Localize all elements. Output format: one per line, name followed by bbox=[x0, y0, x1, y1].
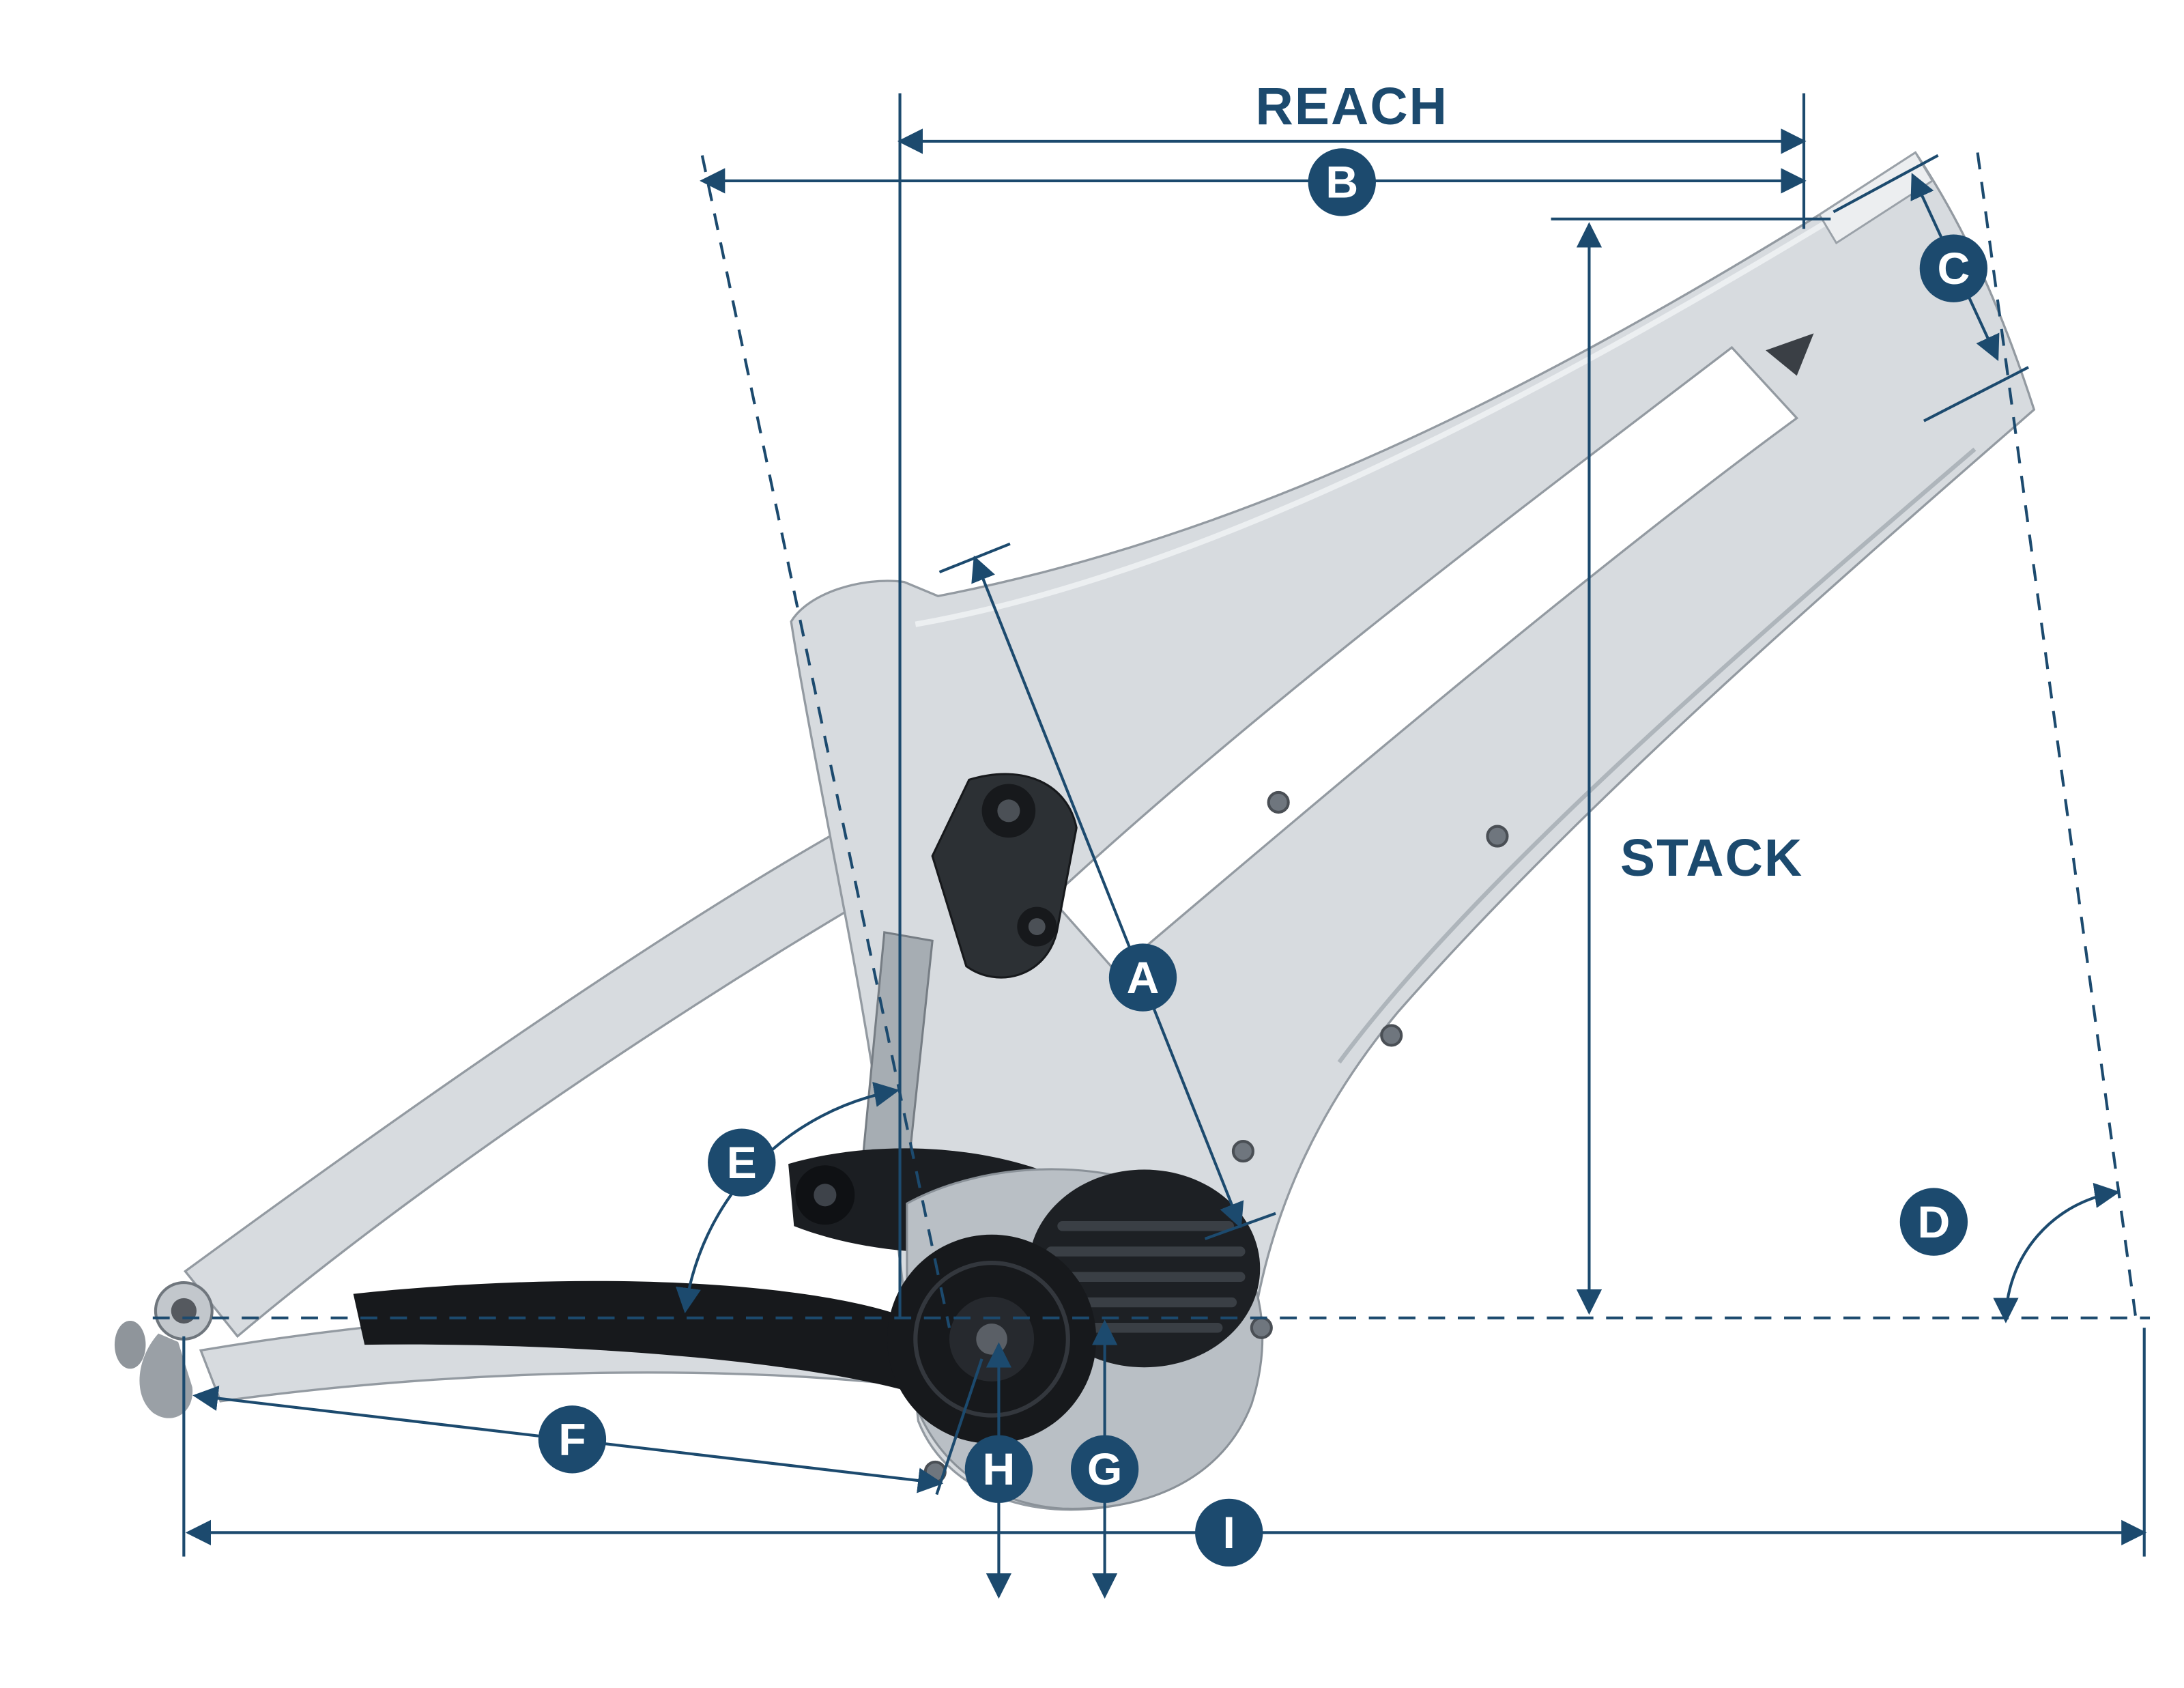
rear-axle bbox=[171, 1298, 197, 1324]
axle-lever bbox=[114, 1320, 146, 1369]
stack-label: STACK bbox=[1620, 829, 1803, 887]
dimension-e: E bbox=[676, 1082, 900, 1314]
d-angle-arc bbox=[1993, 1182, 2121, 1324]
badge-f-letter: F bbox=[558, 1415, 586, 1465]
dimension-reach: REACH bbox=[897, 78, 1807, 1318]
badge-a-circle bbox=[1108, 943, 1177, 1012]
badge-c-letter: C bbox=[1937, 244, 1970, 294]
dimension-b: B bbox=[700, 148, 1807, 216]
badge-d-circle bbox=[1899, 1188, 1968, 1256]
down-tube-seam bbox=[1337, 447, 1977, 1064]
crank-bolt bbox=[976, 1324, 1007, 1355]
badge-g-letter: G bbox=[1087, 1444, 1123, 1495]
c-extension-top bbox=[1833, 154, 1939, 214]
badge-e-circle bbox=[708, 1128, 776, 1197]
dimension-c: C bbox=[1833, 154, 2029, 423]
dimension-a: A bbox=[938, 542, 1276, 1240]
reach-label: REACH bbox=[1256, 78, 1449, 136]
badge-i-circle bbox=[1195, 1498, 1263, 1567]
dimension-i: I bbox=[182, 1328, 2147, 1567]
dimension-h: H bbox=[964, 1342, 1033, 1599]
cable-port bbox=[1766, 333, 1814, 376]
c-extension-bottom bbox=[1923, 366, 2029, 423]
frame-bolt bbox=[1486, 825, 1509, 848]
badge-c-circle bbox=[1919, 234, 1988, 302]
badge-g-circle bbox=[1070, 1435, 1139, 1503]
badge-f-circle bbox=[538, 1405, 607, 1474]
badge-a-letter: A bbox=[1127, 953, 1160, 1003]
derailleur-hanger bbox=[139, 1333, 193, 1418]
f-extension-right bbox=[935, 1358, 983, 1496]
rocker-pivot-lower-bolt bbox=[1028, 918, 1046, 935]
frame-bolt bbox=[1231, 1140, 1254, 1163]
frame-bolt bbox=[1250, 1316, 1273, 1339]
dimension-f: F bbox=[192, 1358, 983, 1496]
dimension-stack: STACK bbox=[1551, 217, 1831, 1315]
head-tube-axis-dashed bbox=[1976, 152, 2138, 1319]
badge-b-circle bbox=[1308, 148, 1376, 216]
badge-e-letter: E bbox=[727, 1138, 757, 1188]
a-line bbox=[971, 555, 1244, 1229]
badge-h-letter: H bbox=[983, 1444, 1016, 1495]
construction-lines bbox=[152, 152, 2151, 1328]
dimension-d: D bbox=[1899, 1182, 2121, 1324]
badge-d-letter: D bbox=[1917, 1197, 1950, 1248]
rocker-pivot-upper-bolt bbox=[997, 799, 1020, 822]
dimension-g: G bbox=[1070, 1319, 1139, 1599]
seat-tube-axis-dashed bbox=[700, 155, 951, 1328]
lower-link-pivot-bolt bbox=[814, 1184, 837, 1207]
badge-i-letter: I bbox=[1223, 1508, 1235, 1558]
badge-b-letter: B bbox=[1325, 158, 1358, 208]
frame-bolt bbox=[1380, 1024, 1403, 1047]
badge-h-circle bbox=[964, 1435, 1033, 1503]
frame-bolt bbox=[1267, 790, 1290, 814]
